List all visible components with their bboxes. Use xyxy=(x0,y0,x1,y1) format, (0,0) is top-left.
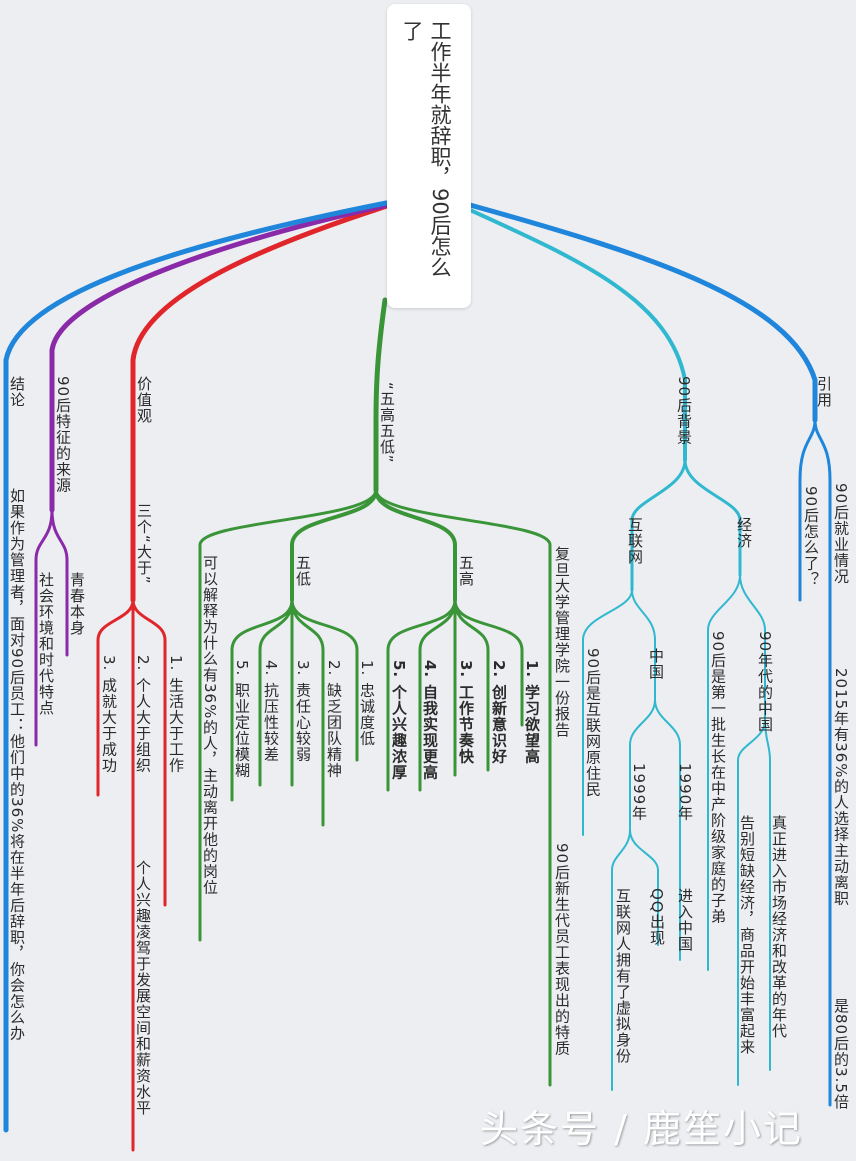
connector-middle xyxy=(707,574,741,971)
node-virtual-identity[interactable]: 互联网人拥有了虚拟身份 xyxy=(614,888,632,1064)
node-qq[interactable]: QQ出现 xyxy=(648,888,666,946)
node-origin-1[interactable]: 青春本身 xyxy=(68,572,86,636)
node-middle[interactable]: 90后是第一批生长在中产阶级家庭的子弟 xyxy=(709,631,727,925)
node-low-1[interactable]: 1. 忠诚度低 xyxy=(358,660,376,747)
node-china[interactable]: 中国 xyxy=(647,648,665,680)
connector-five xyxy=(373,297,388,493)
root-title: 工作半年就辞职，90后怎么了 xyxy=(400,20,452,278)
node-high-5[interactable]: 5. 个人兴趣浓厚 xyxy=(390,660,408,781)
node-1990[interactable]: 1990年 xyxy=(676,763,694,822)
node-origin[interactable]: 90后特征的来源 xyxy=(54,376,72,494)
connector-citation-question xyxy=(798,418,817,602)
root-node[interactable] xyxy=(387,4,471,308)
connector-values xyxy=(130,202,393,603)
node-question[interactable]: 90后怎么了？ xyxy=(802,486,820,588)
node-report-result[interactable]: 90后新生代员工表现出的特质 xyxy=(553,843,571,1057)
connector-high-1 xyxy=(453,598,524,727)
node-conclusion[interactable]: 结论 xyxy=(8,376,26,408)
node-stats-label[interactable]: 90后就业情况 xyxy=(832,483,850,585)
connector-report xyxy=(374,488,552,1087)
connector-citation xyxy=(467,202,818,423)
node-high-4[interactable]: 4. 自我实现更高 xyxy=(421,660,439,781)
connector-high-5 xyxy=(386,598,457,792)
node-high-1[interactable]: 1. 学习欲望高 xyxy=(523,660,541,765)
connector-origin-2 xyxy=(34,508,54,747)
node-economy[interactable]: 经济 xyxy=(735,517,753,549)
watermark: 头条号 / 鹿笙小记 xyxy=(480,1107,803,1151)
connector-qq xyxy=(629,829,659,946)
node-three[interactable]: 三个“大于” xyxy=(135,503,153,585)
connector-1999 xyxy=(629,699,656,831)
node-stat-1[interactable]: 2015年有36%的人选择主动离职 xyxy=(832,668,850,907)
node-background[interactable]: 90后背景 xyxy=(675,376,693,446)
node-internet[interactable]: 互联网 xyxy=(626,517,644,565)
node-values-1[interactable]: 1. 生活大于工作 xyxy=(167,655,185,774)
node-low[interactable]: 五低 xyxy=(294,555,312,587)
node-era-2[interactable]: 告别短缺经济，商品开始丰富起来 xyxy=(738,815,756,1055)
node-values-2[interactable]: 2. 个人大于组织 xyxy=(134,655,152,774)
node-1990-event[interactable]: 进入中国 xyxy=(676,888,694,952)
node-low-4[interactable]: 4. 抗压性较差 xyxy=(262,660,280,763)
connector-conclusion xyxy=(3,200,389,1133)
node-conclusion-text[interactable]: 如果作为管理者，面对90后员工：他们中的36%将在半年后辞职，你会怎么办 xyxy=(8,488,26,1042)
connector-low-5 xyxy=(230,598,294,802)
connector-era-2 xyxy=(737,719,766,1086)
connector-native xyxy=(582,589,633,836)
node-origin-2[interactable]: 社会环境和时代特点 xyxy=(37,572,55,716)
node-era-1[interactable]: 真正进入市场经济和改革的年代 xyxy=(770,815,788,1039)
node-low-5[interactable]: 5. 职业定位模糊 xyxy=(233,660,251,779)
connector-explain xyxy=(198,488,378,942)
node-values-3[interactable]: 3. 成就大于成功 xyxy=(100,655,118,774)
node-explain[interactable]: 可以解释为什么有36%的人，主动离开他的岗位 xyxy=(201,555,219,896)
connector-high xyxy=(374,488,457,602)
connector-low xyxy=(290,488,378,602)
node-high-2[interactable]: 2. 创新意识好 xyxy=(490,660,508,765)
node-values-2-detail[interactable]: 个人兴趣凌驾于发展空间和薪资水平 xyxy=(134,860,152,1116)
connector-values-3 xyxy=(96,598,135,797)
connector-origin xyxy=(49,202,391,513)
node-values[interactable]: 价值观 xyxy=(135,376,153,424)
node-high[interactable]: 五高 xyxy=(457,555,475,587)
node-low-2[interactable]: 2. 缺乏团队精神 xyxy=(325,660,343,779)
connector-internet xyxy=(630,458,687,592)
node-era[interactable]: 90年代的中国 xyxy=(756,631,774,733)
connector-china xyxy=(631,589,656,701)
node-five[interactable]: “五高五低” xyxy=(378,382,396,464)
node-report[interactable]: 复旦大学管理学院一份报告 xyxy=(553,546,571,738)
connector-1990 xyxy=(654,699,681,961)
node-high-3[interactable]: 3. 工作节奏快 xyxy=(457,660,475,765)
node-low-3[interactable]: 3. 责任心较弱 xyxy=(294,660,312,763)
node-citation[interactable]: 引用 xyxy=(815,376,833,408)
connector-low-1 xyxy=(290,598,359,762)
connector-era xyxy=(739,574,766,721)
node-stat-2[interactable]: 是80后的3.5倍 xyxy=(832,998,850,1110)
node-native[interactable]: 90后是互联网原住民 xyxy=(584,648,602,798)
connector-virtual xyxy=(611,829,631,1091)
connector-economy xyxy=(683,458,742,577)
node-1999[interactable]: 1999年 xyxy=(630,763,648,822)
connector-background xyxy=(468,208,687,462)
